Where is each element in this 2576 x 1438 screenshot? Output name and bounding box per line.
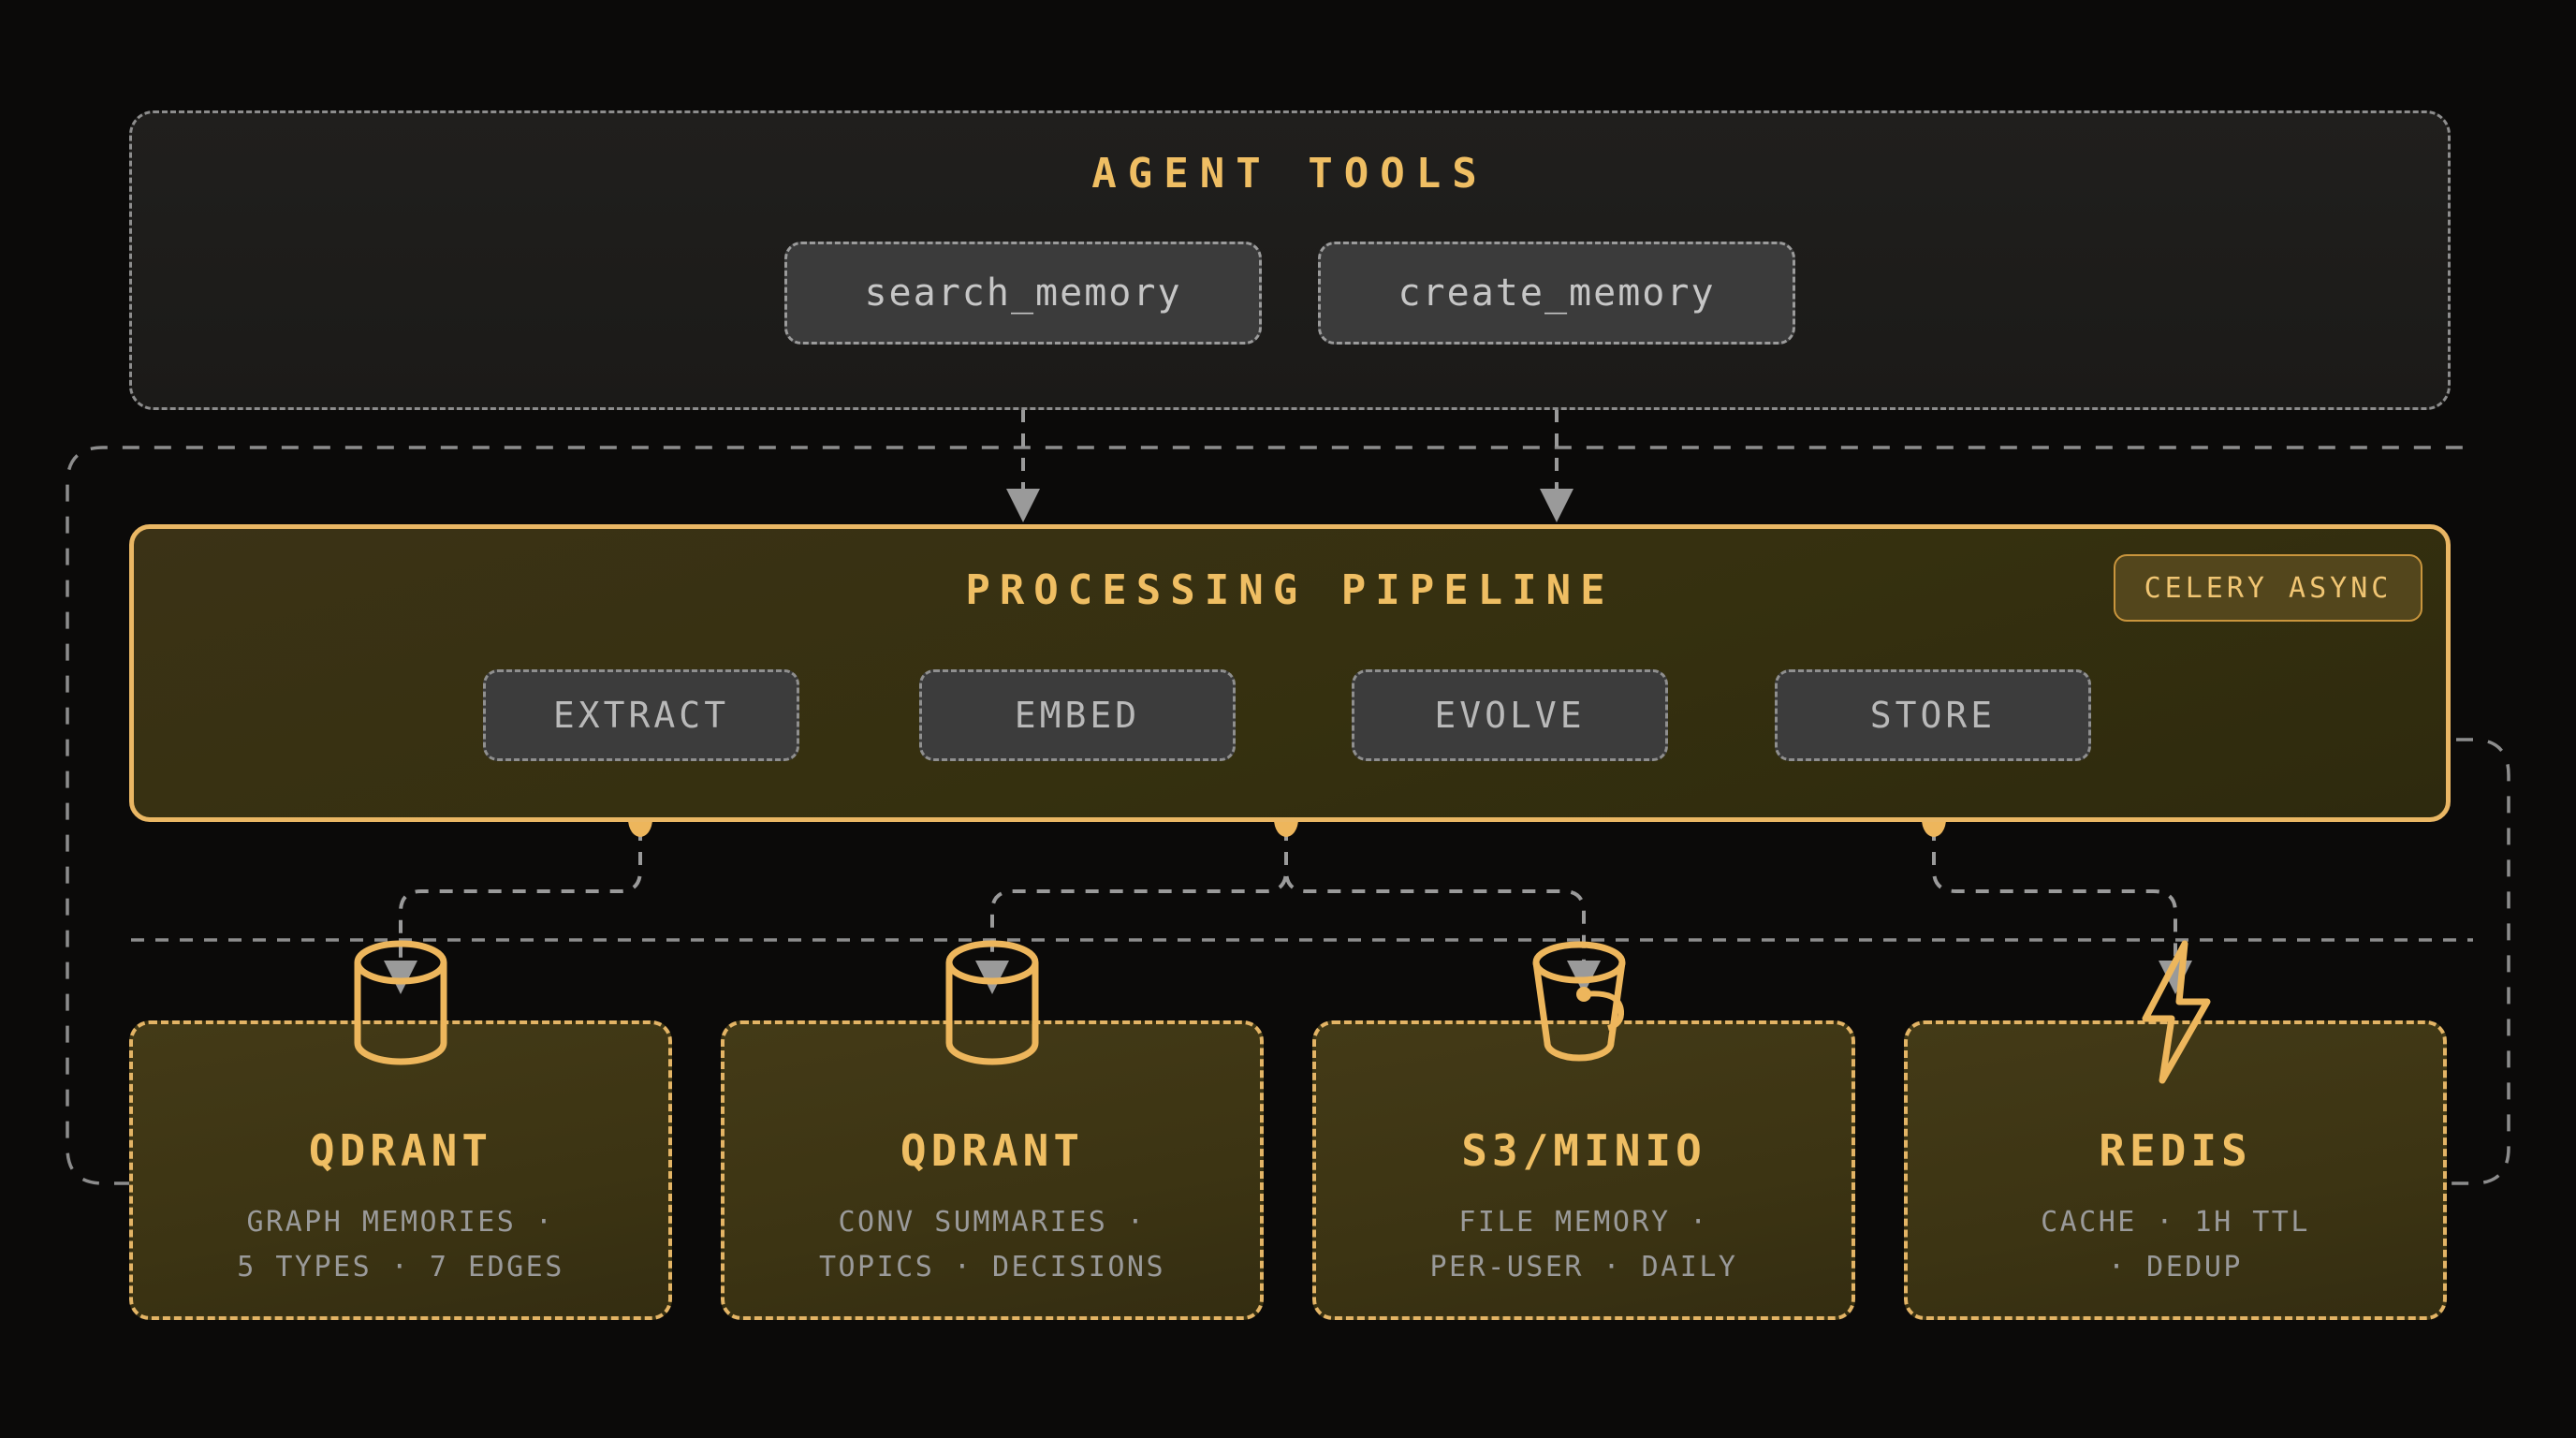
agent-tools-container bbox=[129, 110, 2451, 410]
card-subtitle-line1: CACHE · 1H TTL bbox=[2041, 1206, 2310, 1239]
celery-async-badge: CELERY ASYNC bbox=[2114, 554, 2422, 622]
card-title: S3/MINIO bbox=[1461, 1125, 1706, 1176]
connector-pipeline-to-s3 bbox=[1284, 828, 1601, 994]
storage-card-qdrant-conv[interactable]: QDRANT CONV SUMMARIES · TOPICS · DECISIO… bbox=[721, 940, 1264, 1320]
card-title: QDRANT bbox=[900, 1125, 1085, 1176]
tool-create-memory[interactable]: create_memory bbox=[1318, 242, 1795, 345]
storage-card-qdrant-graph[interactable]: QDRANT GRAPH MEMORIES · 5 TYPES · 7 EDGE… bbox=[129, 940, 672, 1320]
system-boundary-outline bbox=[66, 446, 2473, 1185]
storage-card-redis[interactable]: REDIS CACHE · 1H TTL · DEDUP bbox=[1904, 940, 2447, 1320]
processing-pipeline-title: PROCESSING PIPELINE bbox=[965, 566, 1615, 614]
card-title: REDIS bbox=[2099, 1125, 2252, 1176]
pipeline-stage-store[interactable]: STORE bbox=[1775, 669, 2091, 761]
card-subtitle: GRAPH MEMORIES · 5 TYPES · 7 EDGES bbox=[133, 1200, 668, 1290]
system-boundary-outline-right bbox=[1904, 738, 2510, 1185]
bucket-icon bbox=[1532, 941, 1626, 1062]
agent-tools-title: AGENT TOOLS bbox=[1091, 150, 1488, 198]
connector-pipeline-to-qdrant-graph bbox=[384, 828, 642, 994]
tool-search-memory[interactable]: search_memory bbox=[784, 242, 1262, 345]
lightning-bolt-icon bbox=[2142, 940, 2211, 1084]
database-cylinder-icon bbox=[945, 940, 1039, 1065]
card-subtitle-line2: PER-USER · DAILY bbox=[1429, 1251, 1738, 1284]
pipeline-stage-extract[interactable]: EXTRACT bbox=[483, 669, 799, 761]
card-subtitle-line2: · DEDUP bbox=[2108, 1251, 2243, 1284]
card-subtitle-line2: 5 TYPES · 7 EDGES bbox=[237, 1251, 564, 1284]
pipeline-stage-evolve[interactable]: EVOLVE bbox=[1352, 669, 1668, 761]
connector-pipeline-to-qdrant-conv bbox=[975, 828, 1288, 994]
card-subtitle-line2: TOPICS · DECISIONS bbox=[818, 1251, 1166, 1284]
database-cylinder-icon bbox=[354, 940, 447, 1065]
connector-pipeline-to-redis bbox=[1932, 828, 2192, 994]
card-subtitle-line1: CONV SUMMARIES · bbox=[838, 1206, 1147, 1239]
pipeline-stage-embed[interactable]: EMBED bbox=[919, 669, 1236, 761]
card-subtitle-line1: GRAPH MEMORIES · bbox=[246, 1206, 555, 1239]
card-subtitle-line1: FILE MEMORY · bbox=[1458, 1206, 1709, 1239]
card-subtitle: CONV SUMMARIES · TOPICS · DECISIONS bbox=[724, 1200, 1260, 1290]
storage-card-s3-minio[interactable]: S3/MINIO FILE MEMORY · PER-USER · DAILY bbox=[1312, 941, 1855, 1320]
card-subtitle: FILE MEMORY · PER-USER · DAILY bbox=[1316, 1200, 1852, 1290]
card-subtitle: CACHE · 1H TTL · DEDUP bbox=[1908, 1200, 2443, 1290]
card-title: QDRANT bbox=[308, 1125, 493, 1176]
